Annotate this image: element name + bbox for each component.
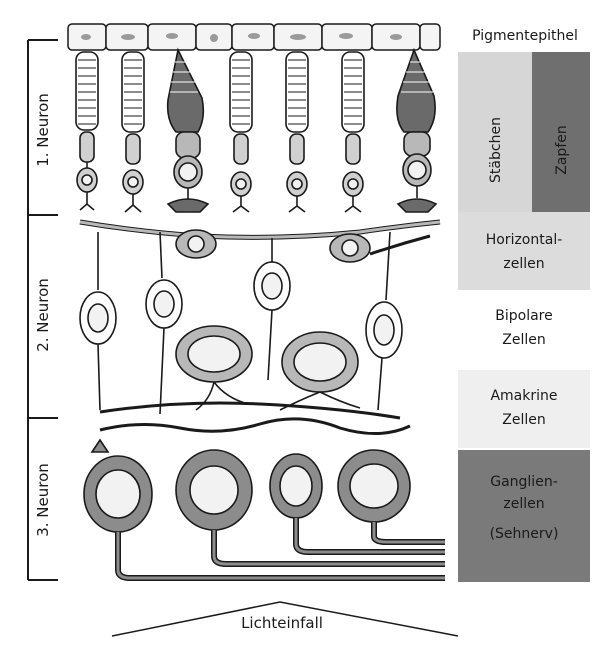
horizontal-cells	[80, 222, 440, 262]
ganglion-cell	[338, 450, 445, 542]
horizontal-cells-label-line2: zellen	[503, 256, 544, 272]
amacrine-cell	[280, 332, 360, 410]
bipolar-cell	[80, 232, 116, 410]
amacrine-cells-label-line1: Amakrine	[490, 388, 557, 404]
rods-label: Stäbchen	[488, 117, 504, 183]
ganglion-cells	[84, 419, 445, 578]
amacrine-cell	[176, 326, 252, 410]
amacrine-processes	[100, 403, 400, 418]
pigment-epithelium	[68, 24, 440, 50]
neuron-1-label: 1. Neuron	[34, 93, 52, 167]
light-incidence: Lichteinfall	[112, 602, 458, 636]
ganglion-cells-band	[458, 450, 590, 582]
cone-cell	[168, 50, 208, 212]
cone-cell	[397, 50, 436, 212]
neuron-level-labels: 1. Neuron 2. Neuron 3. Neuron	[34, 93, 52, 537]
pigment-epithelium-label: Pigmentepithel	[472, 28, 578, 44]
horizontal-cells-label-line1: Horizontal-	[486, 232, 563, 248]
ganglion-cells-label-line1: Ganglien-	[490, 474, 558, 490]
amacrine-cells-band	[458, 370, 590, 448]
photoreceptors	[76, 50, 436, 212]
amacrine-cells-label-line2: Zellen	[502, 412, 545, 428]
bipolar-cells-label-line2: Zellen	[502, 332, 545, 348]
cones-label: Zapfen	[554, 125, 570, 174]
neuron-3-label: 3. Neuron	[34, 463, 52, 537]
ganglion-cells-label-line3: (Sehnerv)	[490, 526, 559, 542]
bipolar-cells-label-line1: Bipolare	[495, 308, 552, 324]
amacrine-cells	[100, 326, 400, 418]
light-incidence-label: Lichteinfall	[241, 614, 323, 632]
bipolar-cell	[146, 232, 182, 414]
neuron-2-label: 2. Neuron	[34, 278, 52, 352]
ganglion-cells-label-line2: zellen	[503, 496, 544, 512]
bipolar-cell	[366, 232, 402, 410]
ganglion-dendrites	[100, 419, 410, 434]
horizontal-cells-band	[458, 212, 590, 290]
